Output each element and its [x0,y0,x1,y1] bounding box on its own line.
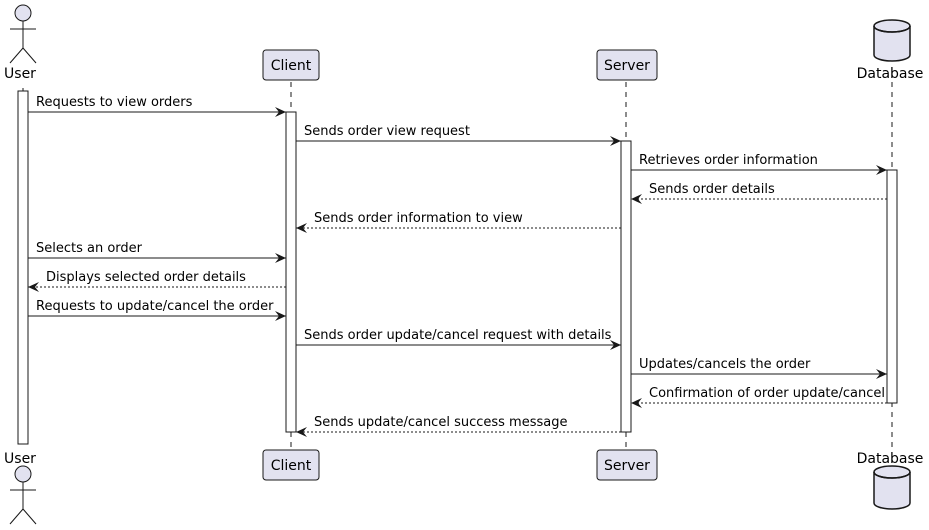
message-label: Requests to update/cancel the order [36,299,274,314]
message-label: Retrieves order information [639,153,818,168]
message-7: Displays selected order details [28,270,286,292]
participant-box [262,449,320,481]
participant-client-top: Client [262,49,320,81]
activation-user [17,90,29,445]
participant-server-top: Server [596,49,658,81]
message-label: Requests to view orders [36,95,193,110]
message-2: Sends order view request [296,124,621,146]
activation-database [886,169,898,404]
participant-box [596,449,658,481]
database-icon [873,19,911,62]
activations [17,90,898,445]
participant-label-client: Client [271,58,312,74]
activation-client [285,111,297,433]
participant-label-server: Server [604,458,650,474]
message-4: Sends order details [631,182,887,204]
database-icon [873,465,911,510]
message-label: Selects an order [36,241,143,256]
message-6: Selects an order [28,241,286,263]
participant-box [262,49,320,81]
participant-label-database: Database [857,451,924,467]
message-8: Requests to update/cancel the order [28,299,286,321]
message-9: Sends order update/cancel request with d… [296,328,621,350]
message-label: Confirmation of order update/cancel [649,386,885,401]
participant-label-user: User [4,451,36,467]
participants-top: User Client Server Database [4,4,924,82]
message-label: Sends order details [649,182,775,197]
message-10: Updates/cancels the order [631,357,887,379]
message-label: Sends order view request [304,124,470,139]
message-12: Sends update/cancel success message [296,415,621,437]
message-label: Sends order information to view [314,211,523,226]
participant-server-bottom: Server [596,449,658,481]
participant-database-bottom: Database [857,451,924,510]
message-1: Requests to view orders [28,95,286,117]
message-5: Sends order information to view [296,211,621,233]
message-label: Sends update/cancel success message [314,415,567,430]
participants-bottom: User Client Server Database [4,449,924,525]
message-3: Retrieves order information [631,153,887,175]
participant-label-server: Server [604,58,650,74]
message-label: Updates/cancels the order [639,357,811,372]
actor-user-top: User [4,4,37,82]
actor-icon [9,465,37,525]
message-label: Displays selected order details [46,270,246,285]
message-11: Confirmation of order update/cancel [631,386,887,408]
participant-box [596,49,658,81]
actor-icon [9,4,37,64]
participant-label-database: Database [857,66,924,82]
activation-server [620,140,632,433]
message-label: Sends order update/cancel request with d… [304,328,612,343]
participant-database-top: Database [857,19,924,82]
participant-label-client: Client [271,458,312,474]
actor-user-bottom: User [4,451,37,525]
participant-client-bottom: Client [262,449,320,481]
participant-label-user: User [4,66,36,82]
